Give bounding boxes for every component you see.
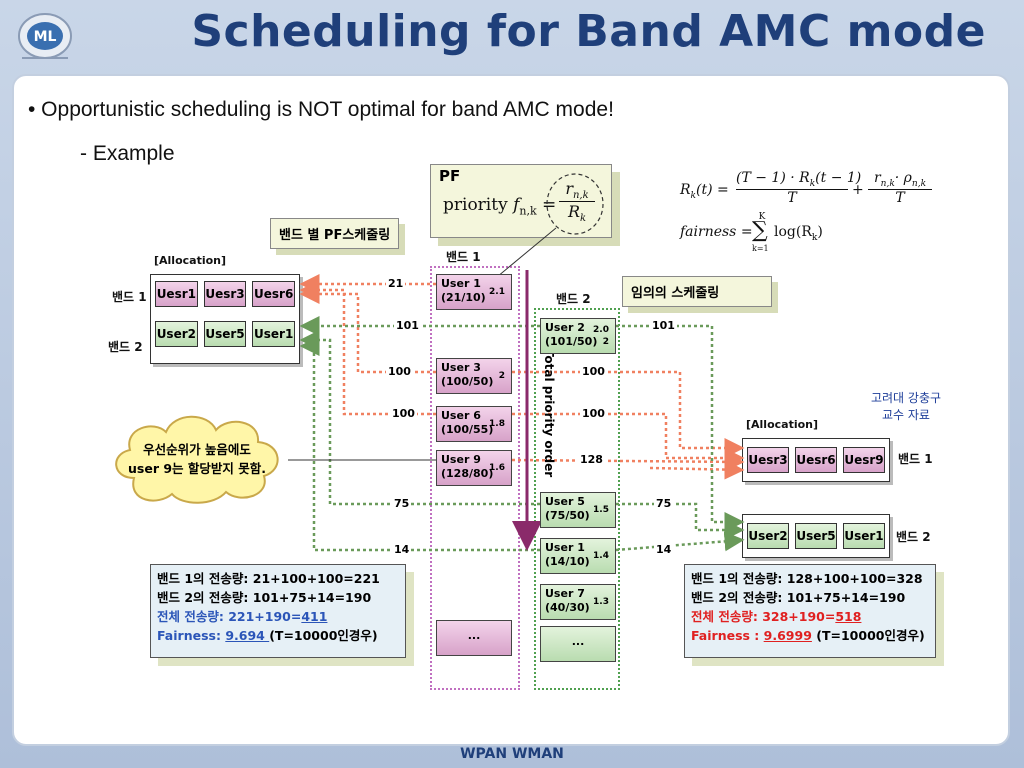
rate-right-user1b: 14 — [654, 543, 674, 556]
right-summary-fairness: Fairness : 9.6999 (T=10000인경우) — [691, 628, 925, 643]
bullet-text: • Opportunistic scheduling is NOT optima… — [28, 98, 614, 121]
left-band1-slot: Uesr1 — [155, 281, 198, 307]
fairness-formula: fairness = K ∑ k=1 log(Rk) — [680, 212, 823, 253]
right-row-band2-label: 밴드 2 — [896, 530, 931, 544]
right-band2-slot: User1 — [843, 523, 885, 549]
rate-right-user9: 128 — [578, 453, 605, 466]
rate-left-user3: 100 — [386, 365, 413, 378]
left-summary-total: 전체 전송량: 221+190=411 — [157, 609, 328, 624]
example-label: - Example — [80, 142, 175, 165]
right-summary-box: 밴드 1의 전송량: 128+100+100=328 밴드 2의 전송량: 10… — [684, 564, 936, 658]
left-summary-box: 밴드 1의 전송량: 21+100+100=221 밴드 2의 전송량: 101… — [150, 564, 406, 658]
lab-logo-icon: ML — [18, 13, 72, 59]
pf-priority-text: priority fn,k = — [443, 195, 557, 218]
band1-column — [430, 266, 520, 690]
rate-left-user1: 21 — [386, 277, 406, 290]
right-band1-slot: Uesr3 — [747, 447, 789, 473]
source-credit: 고려대 강충구 교수 자료 — [870, 391, 942, 422]
right-band1-slot: Uesr9 — [843, 447, 885, 473]
band1-user-more: ... — [436, 620, 512, 656]
random-scheduling-note: 임의의 스케줄링 — [622, 276, 772, 307]
band2-user-7: User 7(40/30)1.3 — [540, 584, 616, 620]
pf-fraction: rn,k Rk — [559, 179, 595, 224]
left-allocation-box: Uesr1 Uesr3 Uesr6 User2 User5 User1 — [150, 274, 300, 364]
right-band2-slot: User2 — [747, 523, 789, 549]
band2-user-more: ... — [540, 626, 616, 662]
right-band1-slot: Uesr6 — [795, 447, 837, 473]
band2-user-5: User 5(75/50)1.5 — [540, 492, 616, 528]
band1-user-6: User 6(100/55)1.8 — [436, 406, 512, 442]
pf-highlight-ellipse — [546, 173, 604, 235]
slide-footer: WPAN WMAN — [460, 746, 564, 762]
svg-text:ML: ML — [34, 29, 57, 45]
arrow-user6-to-left — [299, 280, 436, 416]
pf-formula-box: PF priority fn,k = rn,k Rk — [430, 164, 612, 238]
band1-user-1: User 1(21/10)2.1 — [436, 274, 512, 310]
right-summary-total: 전체 전송량: 328+190=518 — [691, 609, 862, 624]
left-summary-fairness: Fairness: 9.694 (T=10000인경우) — [157, 628, 378, 643]
arrow-user6-to-right — [512, 412, 745, 468]
band2-column-header: 밴드 2 — [556, 292, 591, 306]
left-band2-slot: User5 — [203, 321, 247, 347]
rate-right-user6: 100 — [580, 407, 607, 420]
priority-order-label: Total priority order — [542, 348, 556, 478]
rate-right-user3: 100 — [580, 365, 607, 378]
left-allocation-label: [Allocation] — [154, 254, 227, 267]
band-pf-note: 밴드 별 PF스케줄링 — [270, 218, 400, 249]
band1-user-9: User 9(128/80)1.6 — [436, 450, 512, 486]
rate-left-user5: 75 — [392, 497, 412, 510]
arrow-random-to-right — [650, 459, 745, 480]
left-row-band2-label: 밴드 2 — [108, 340, 143, 354]
right-summary-band1: 밴드 1의 전송량: 128+100+100=328 — [691, 571, 923, 586]
right-row-band1-label: 밴드 1 — [898, 452, 933, 466]
pf-label: PF — [439, 167, 461, 185]
right-band1-box: Uesr3 Uesr6 Uesr9 — [742, 438, 890, 482]
band2-user-1: User 1(14/10)1.4 — [540, 538, 616, 574]
rate-left-user1b: 14 — [392, 543, 412, 556]
right-allocation-label: [Allocation] — [746, 418, 819, 431]
right-summary-band2: 밴드 2의 전송량: 101+75+14=190 — [691, 590, 906, 605]
left-band2-slot: User2 — [155, 321, 198, 347]
left-summary-band2: 밴드 2의 전송량: 101+75+14=190 — [157, 590, 372, 605]
warning-cloud-icon — [115, 415, 279, 504]
right-band2-slot: User5 — [795, 523, 837, 549]
rate-formula: Rk(t) = (T − 1) · Rk(t − 1) T + rn,k· ρn… — [680, 170, 980, 214]
rate-right-user2: 101 — [650, 319, 677, 332]
left-row-band1-label: 밴드 1 — [112, 290, 147, 304]
rate-right-user5: 75 — [654, 497, 674, 510]
left-band2-slot: User1 — [252, 321, 296, 347]
rate-left-user6: 100 — [390, 407, 417, 420]
arrow-user1b-to-right — [615, 531, 745, 552]
warning-cloud-text: 우선순위가 높음에도 user 9는 할당받지 못함. — [128, 442, 266, 476]
left-band1-slot: Uesr3 — [203, 281, 247, 307]
rate-left-user2: 101 — [394, 319, 421, 332]
arrow-user9-to-right — [511, 451, 745, 472]
arrow-user5-to-right — [616, 502, 745, 540]
arrow-user2-to-right — [616, 324, 745, 532]
left-summary-band1: 밴드 1의 전송량: 21+100+100=221 — [157, 571, 380, 586]
band1-column-header: 밴드 1 — [446, 250, 481, 264]
left-band1-slot: Uesr6 — [252, 281, 296, 307]
slide-title: Scheduling for Band AMC mode — [191, 6, 986, 57]
arrow-user3-to-left — [299, 284, 436, 374]
arrow-user5-to-left — [299, 330, 540, 506]
band1-user-3: User 3(100/50)2 — [436, 358, 512, 394]
band2-column — [534, 308, 620, 690]
